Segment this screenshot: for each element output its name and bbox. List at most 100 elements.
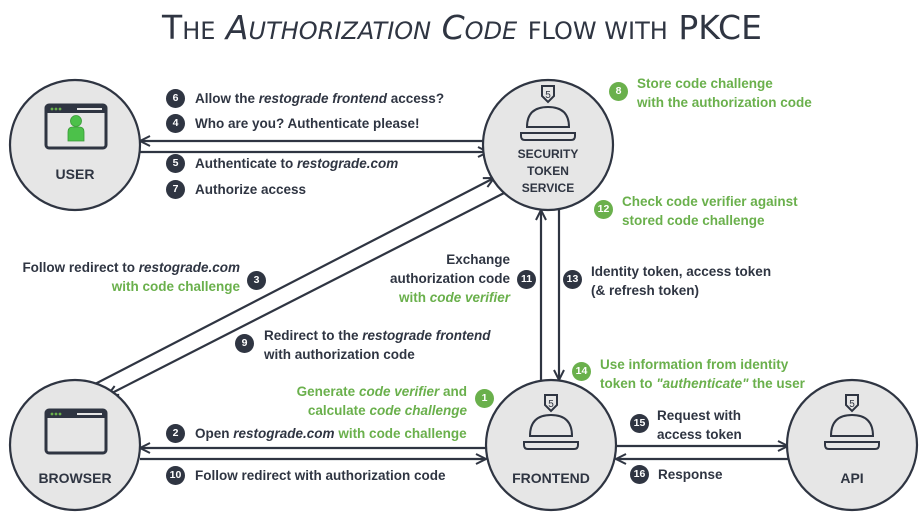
step-15-label: Request with access token [657, 406, 742, 444]
text-segment: with the authorization code [637, 95, 812, 110]
cloche-icon [824, 394, 880, 450]
step-7-label: Authorize access [195, 180, 306, 199]
arrow-browser-to-sts [94, 178, 494, 385]
shield-5-text: 5 [545, 90, 551, 101]
step-1-label: Generate code verifier and calculate code… [297, 382, 467, 420]
step-1-line-2: calculate code challenge [297, 401, 467, 420]
user-node [8, 78, 142, 212]
sts-label-line-2: TOKEN [527, 164, 569, 178]
step-13-line-1: Identity token, access token [591, 262, 771, 281]
text-segment: Store code challenge [637, 76, 773, 91]
step-2-badge: 2 [166, 424, 185, 443]
text-segment: restograde frontend [258, 91, 388, 106]
step-16-line-1: Response [658, 465, 723, 484]
title-prefix-rest: he [182, 17, 216, 45]
text-segment: and [439, 384, 467, 399]
text-segment: restograde.com [233, 426, 335, 441]
step-8-line-2: with the authorization code [637, 93, 812, 112]
browser-window-icon [44, 408, 108, 455]
step-12-label: Check code verifier against stored code c… [622, 192, 798, 230]
step-14-badge: 14 [572, 362, 591, 381]
text-segment: Identity token, access token [591, 264, 772, 279]
step-3-line-2: with code challenge [22, 277, 240, 296]
step-6-badge: 6 [166, 89, 185, 108]
cloche-icon [523, 394, 579, 450]
step-14-line-1: Use information from identity [600, 355, 805, 374]
browser-node [8, 378, 142, 512]
title-prefix-initial: T [162, 8, 183, 47]
text-segment: (& refresh token) [591, 283, 700, 298]
step-3-line-1: Follow redirect to restograde.com [22, 258, 240, 277]
step-3-label: Follow redirect to restograde.com with co… [22, 258, 240, 296]
text-segment: code challenge [369, 403, 467, 418]
text-segment: with code challenge [334, 426, 467, 441]
text-segment: authorization code [389, 271, 510, 286]
title-italic-initial-c: C [441, 8, 465, 47]
step-5-badge: 5 [166, 154, 185, 173]
user-label: USER [55, 166, 95, 182]
text-segment: with authorization code [264, 347, 415, 362]
text-segment: Request with [657, 408, 742, 423]
sts-label-line-3: SERVICE [521, 181, 575, 195]
title-italic-word1: uthorization [248, 17, 432, 45]
step-8-label: Store code challenge with the authorizati… [637, 74, 812, 112]
step-11-badge: 11 [517, 270, 536, 289]
step-7-badge: 7 [166, 180, 185, 199]
step-12-line-1: Check code verifier against [622, 192, 798, 211]
step-3-badge: 3 [247, 271, 266, 290]
text-segment: restograde.com [297, 156, 399, 171]
text-segment: Generate [296, 384, 359, 399]
diagram-title: The Authorization Code flow with PKCE [0, 8, 924, 47]
step-4-line-1: Who are you? Authenticate please! [195, 114, 420, 133]
step-13-line-2: (& refresh token) [591, 281, 771, 300]
title-italic-word2: ode [464, 17, 518, 45]
step-15-line-1: Request with [657, 406, 742, 425]
step-12-badge: 12 [594, 200, 613, 219]
step-15-badge: 15 [630, 414, 649, 433]
step-15-line-2: access token [657, 425, 742, 444]
api-node: 5 [785, 378, 919, 512]
text-segment: the user [748, 376, 805, 391]
step-13-badge: 13 [563, 270, 582, 289]
step-8-badge: 8 [609, 82, 628, 101]
browser-with-user-icon [44, 103, 108, 150]
title-middle: flow with [527, 17, 668, 45]
step-10-label: Follow redirect with authorization code [195, 466, 446, 485]
step-5-line-1: Authenticate to restograde.com [195, 154, 398, 173]
arrow-sts-to-browser [108, 190, 509, 395]
step-2-line-1: Open restograde.com with code challenge [195, 424, 467, 443]
text-segment: access? [387, 91, 445, 106]
step-16-label: Response [658, 465, 723, 484]
text-segment: code verifier [358, 384, 440, 399]
step-4-badge: 4 [166, 114, 185, 133]
step-7-line-1: Authorize access [195, 180, 306, 199]
sts-label-line-1: SECURITY [517, 147, 579, 161]
text-segment: stored code challenge [622, 213, 765, 228]
step-12-line-2: stored code challenge [622, 211, 798, 230]
shield-5-text: 5 [849, 399, 855, 410]
step-1-badge: 1 [475, 389, 494, 408]
text-segment: Authorize access [195, 182, 307, 197]
step-6-line-1: Allow the restograde frontend access? [195, 89, 444, 108]
title-suffix: PKCE [678, 8, 762, 47]
text-segment: with [398, 290, 430, 305]
text-segment: calculate [307, 403, 370, 418]
step-8-line-1: Store code challenge [637, 74, 812, 93]
cloche-icon [520, 85, 576, 141]
text-segment: Open [195, 426, 234, 441]
text-segment: Follow redirect with authorization code [195, 468, 446, 483]
text-segment: token to [600, 376, 657, 391]
step-11-line-2: authorization code [390, 269, 510, 288]
text-segment: restograde frontend [362, 328, 491, 343]
text-segment: access token [657, 427, 742, 442]
step-16-badge: 16 [630, 465, 649, 484]
connectors [94, 141, 788, 459]
step-10-badge: 10 [166, 466, 185, 485]
text-segment: with code challenge [111, 279, 240, 294]
text-segment: code verifier [429, 290, 510, 305]
step-14-line-2: token to "authenticate" the user [600, 374, 805, 393]
